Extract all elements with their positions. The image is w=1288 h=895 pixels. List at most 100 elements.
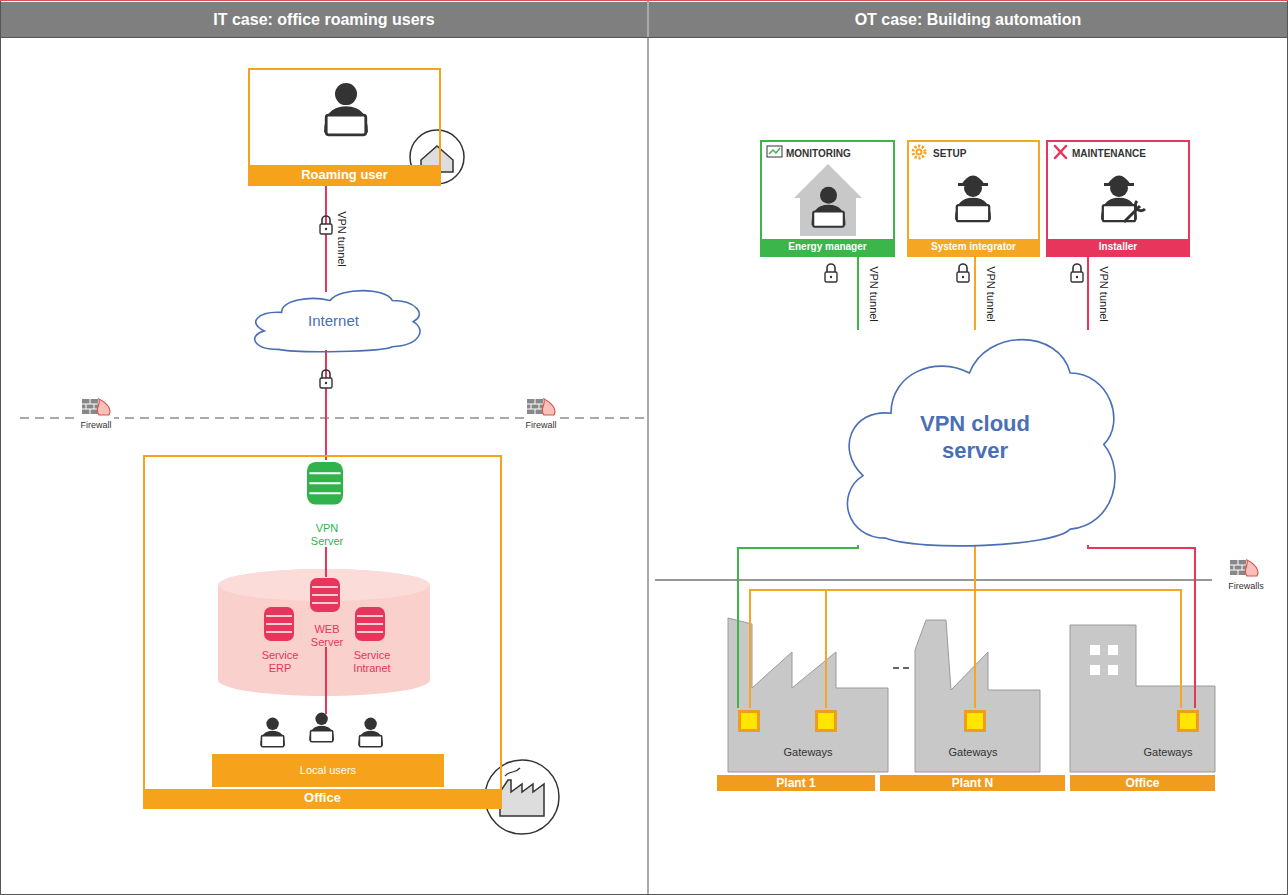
edge-label: VPN tunnel bbox=[984, 264, 997, 324]
server-label: VPN Server bbox=[301, 522, 353, 548]
vpn-link bbox=[325, 647, 327, 714]
edge-label: VPN tunnel bbox=[335, 209, 348, 269]
cloud-outline bbox=[847, 340, 1115, 546]
edge-label: VPN tunnel bbox=[1097, 264, 1110, 324]
header-rule bbox=[0, 37, 1288, 38]
firewall-label: Firewall bbox=[524, 420, 557, 431]
site-band: Plant N bbox=[880, 775, 1065, 791]
gateway-square bbox=[815, 710, 837, 732]
web-server-icon bbox=[310, 578, 340, 612]
srv-node: Service ERP bbox=[255, 607, 305, 674]
maintenance-header-icon bbox=[1055, 146, 1066, 158]
local-users-figures bbox=[260, 718, 285, 747]
role-band: System integrator bbox=[909, 239, 1038, 255]
vpn-server-icon bbox=[307, 462, 343, 505]
roaming-user-figure bbox=[324, 83, 368, 135]
vpn-link bbox=[1087, 257, 1089, 330]
installer-figure bbox=[1124, 201, 1145, 222]
energy-manager-figure bbox=[794, 164, 862, 236]
vpn-link bbox=[325, 350, 327, 460]
site-band: Plant 1 bbox=[717, 775, 875, 791]
role-heading: MONITORING bbox=[786, 147, 891, 160]
firewall-label: Firewall bbox=[79, 420, 112, 431]
role-band: Installer bbox=[1048, 239, 1188, 255]
cloud-node: Internet bbox=[262, 292, 405, 350]
factory-badge bbox=[500, 780, 544, 816]
gateway-square bbox=[1177, 710, 1199, 732]
plant-node: GatewaysPlant N bbox=[880, 708, 1065, 791]
plant-building bbox=[728, 618, 888, 772]
roaming-user-figure bbox=[324, 83, 368, 135]
office-windows bbox=[1108, 645, 1118, 655]
vpn-link bbox=[975, 545, 1181, 708]
edge-label: VPN tunnel bbox=[867, 264, 880, 324]
local-users-figures bbox=[309, 713, 334, 742]
setup-header-icon bbox=[918, 151, 921, 154]
lock-layer bbox=[957, 264, 969, 282]
lock-layer bbox=[320, 216, 332, 234]
panel-title: OT case: Building automation bbox=[649, 10, 1287, 29]
erp-server-icon bbox=[264, 607, 294, 641]
vpn-link bbox=[325, 186, 327, 292]
setup-header-icon bbox=[913, 146, 925, 158]
web-server-icon bbox=[310, 578, 340, 612]
energy-manager-figure bbox=[812, 187, 846, 227]
user-node: Roaming user bbox=[248, 68, 441, 186]
plant-node: GatewaysOffice bbox=[1070, 708, 1215, 791]
local-users-figures bbox=[260, 713, 383, 747]
maintenance-header-icon bbox=[1055, 146, 1066, 158]
local-users-figures bbox=[358, 718, 383, 747]
maintenance-header-icon bbox=[1055, 146, 1066, 158]
gateway-label: Gateways bbox=[1128, 746, 1208, 759]
vpn-server-icon bbox=[307, 462, 343, 505]
plant-building bbox=[915, 620, 1040, 772]
gateway-square bbox=[738, 710, 760, 732]
illustration bbox=[525, 397, 559, 419]
server-label: Service ERP bbox=[251, 649, 309, 675]
role-band: Energy manager bbox=[762, 239, 893, 255]
role-node: MONITORING Energy manager bbox=[760, 140, 895, 257]
lock-layer bbox=[320, 370, 332, 388]
service-cylinder bbox=[218, 569, 430, 696]
role-heading: MAINTENANCE bbox=[1072, 147, 1186, 160]
vpn-link bbox=[826, 545, 975, 708]
panel-title: IT case: office roaming users bbox=[1, 10, 647, 29]
monitoring-header-icon bbox=[767, 146, 782, 157]
cloud-label: VPN cloud server bbox=[895, 411, 1055, 464]
top-rule bbox=[0, 0, 1288, 1]
header-node: OT case: Building automation bbox=[649, 2, 1287, 37]
lock-layer bbox=[825, 264, 837, 282]
office-windows bbox=[1108, 665, 1118, 675]
illustration bbox=[1228, 558, 1262, 580]
firewall-label: Firewalls bbox=[1227, 581, 1265, 592]
office-building bbox=[1070, 625, 1215, 772]
site-band: Office bbox=[145, 789, 500, 807]
role-band: Roaming user bbox=[250, 165, 439, 184]
role-heading: SETUP bbox=[933, 147, 1036, 160]
system-integrator-figure bbox=[958, 183, 988, 186]
vpn-link bbox=[857, 257, 859, 330]
header-node: IT case: office roaming users bbox=[1, 2, 647, 37]
lock-layer bbox=[1071, 264, 1083, 282]
installer-figure bbox=[1101, 176, 1145, 223]
gateway-label: Gateways bbox=[768, 746, 848, 759]
cloud-outline bbox=[255, 291, 420, 352]
role-node: SETUP System integrator bbox=[907, 140, 1040, 257]
cloud-label: Internet bbox=[269, 312, 399, 330]
office-windows bbox=[1090, 665, 1100, 675]
office-node: OfficeVPN ServerWEB ServerService ERPSer… bbox=[143, 455, 502, 809]
installer-figure bbox=[1104, 183, 1134, 186]
vpn-link bbox=[325, 547, 327, 577]
erp-server-icon bbox=[264, 607, 294, 641]
setup-header-icon bbox=[913, 146, 925, 158]
monitoring-header-icon bbox=[767, 146, 782, 157]
server-label: WEB Server bbox=[299, 623, 355, 649]
factory-badge bbox=[505, 768, 520, 776]
role-node: MAINTENANCE Installer bbox=[1046, 140, 1190, 257]
server-label: Service Intranet bbox=[343, 649, 401, 675]
intranet-server-icon bbox=[355, 607, 385, 641]
